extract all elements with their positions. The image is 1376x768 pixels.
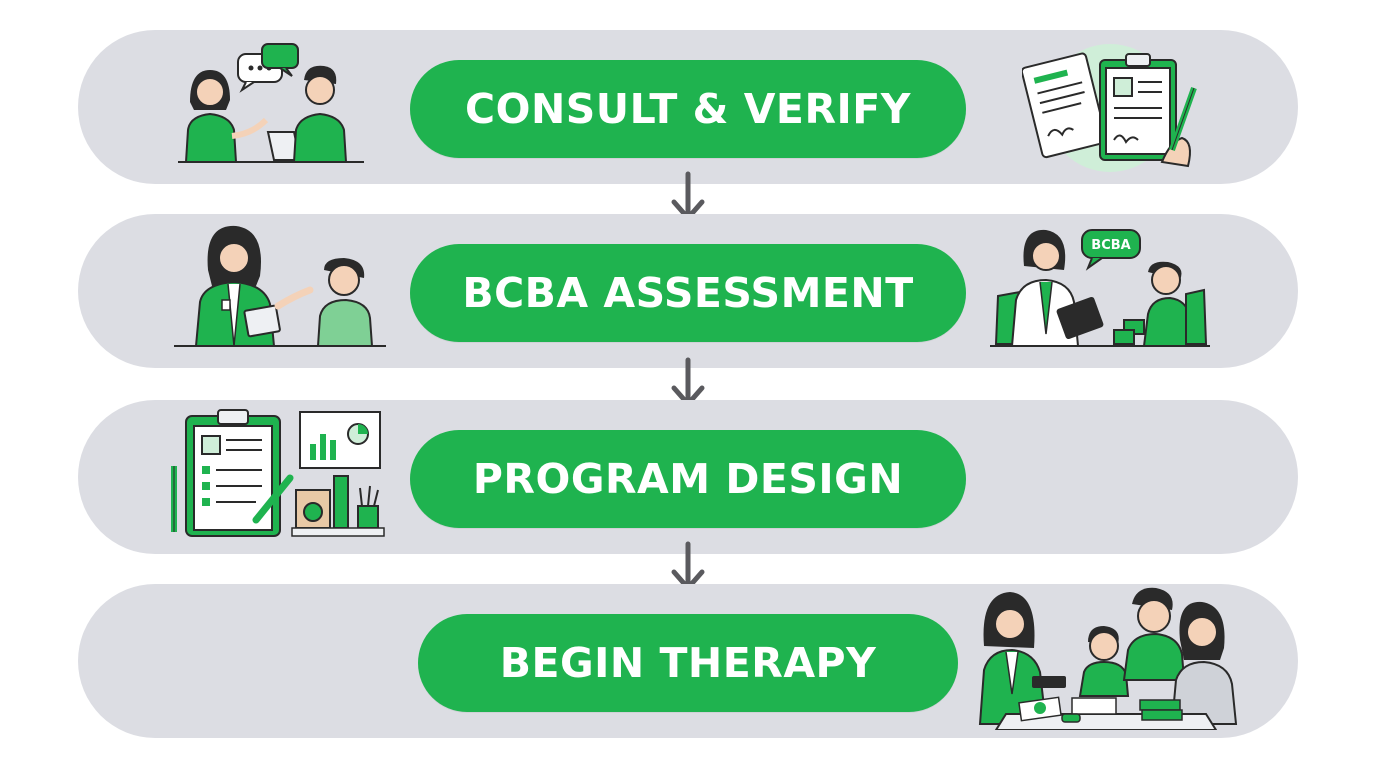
step-pill-begin-therapy: BEGIN THERAPY <box>418 614 958 712</box>
step-label: BCBA ASSESSMENT <box>462 269 914 317</box>
bcba-session-illustration: BCBA <box>990 229 1210 347</box>
step-label: PROGRAM DESIGN <box>472 455 904 503</box>
step-pill-consult-verify: CONSULT & VERIFY <box>410 60 966 158</box>
assessment-illustration <box>174 225 386 347</box>
document-verification-illustration <box>1022 44 1197 172</box>
step-pill-bcba-assessment: BCBA ASSESSMENT <box>410 244 966 342</box>
consultation-illustration <box>178 43 364 163</box>
step-pill-program-design: PROGRAM DESIGN <box>410 430 966 528</box>
planning-clipboard-illustration <box>171 409 385 537</box>
family-therapy-illustration <box>978 587 1238 730</box>
bcba-badge: BCBA <box>1091 238 1130 253</box>
step-label: CONSULT & VERIFY <box>465 85 911 133</box>
step-label: BEGIN THERAPY <box>499 639 877 687</box>
